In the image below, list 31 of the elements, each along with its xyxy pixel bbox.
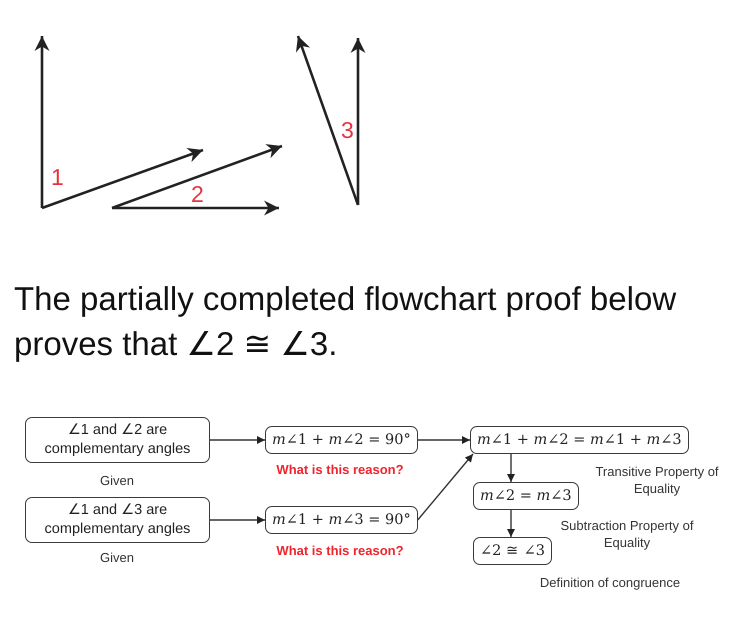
statement-box: [265, 426, 418, 454]
angle-number: 3: [341, 117, 354, 143]
reason-text: Definition of congruence: [540, 574, 680, 591]
reason-text: Transitive Property of Equality: [594, 463, 720, 497]
angle-number: 1: [51, 164, 64, 190]
reason-text: Given: [100, 472, 134, 489]
reason-text: What is this reason?: [276, 542, 404, 559]
equation-text: m∠1 + m∠2 = 90°: [272, 431, 411, 450]
arrow: [210, 516, 265, 524]
equation-text: m∠2 = m∠3: [480, 487, 572, 506]
statement-box: [25, 497, 210, 543]
arrow: [418, 436, 470, 444]
arrow: [507, 510, 515, 537]
equation-text: m∠1 + m∠3 = 90°: [272, 511, 411, 530]
statement-text: ∠1 and ∠3 are complementary angles: [44, 501, 192, 539]
statement-box: [470, 426, 689, 454]
arrow: [210, 436, 265, 444]
arrow: [417, 454, 474, 520]
equation-text: ∠2 ≅ ∠3: [480, 542, 545, 561]
statement-box: [473, 482, 579, 510]
reason-text: What is this reason?: [276, 461, 404, 478]
statement-box: [25, 417, 210, 463]
statement-box: [473, 537, 552, 565]
statement-text: ∠1 and ∠2 are complementary angles: [44, 421, 192, 459]
reason-text: Given: [100, 549, 134, 566]
equation-text: m∠1 + m∠2 = m∠1 + m∠3: [477, 431, 682, 450]
statement-box: [265, 506, 418, 534]
reason-text: Subtraction Property of Equality: [560, 517, 694, 551]
angle-number: 2: [191, 181, 204, 207]
arrow: [507, 454, 515, 482]
problem-statement: The partially completed flowchart proof below proves that ∠2 ≅ ∠3.: [14, 279, 678, 364]
